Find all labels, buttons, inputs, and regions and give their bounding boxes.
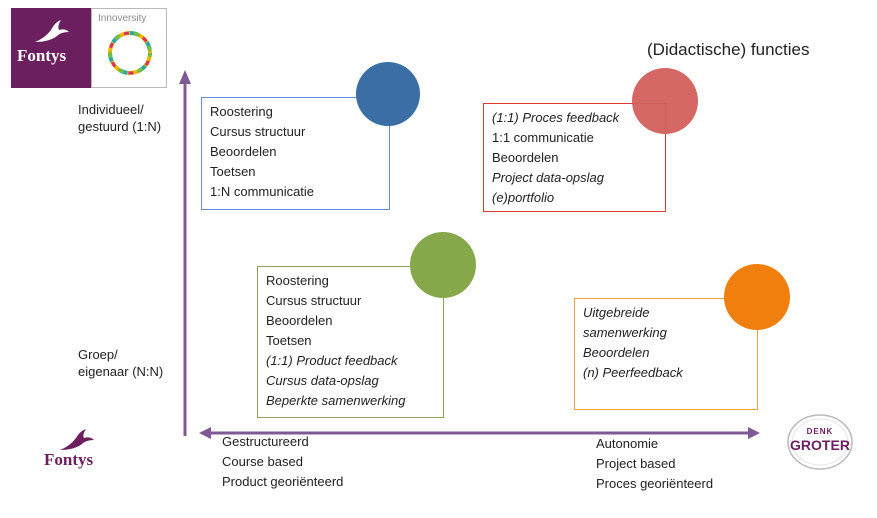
box-item: 1:N communicatie xyxy=(210,184,315,199)
box-item: Cursus structuur xyxy=(266,293,362,308)
box-item: 1:1 communicatie xyxy=(492,130,594,145)
x-axis-left-label: Course based xyxy=(222,454,303,469)
fontys-logo: Fontys xyxy=(11,8,91,88)
innoversity-wordmark: Innoversity xyxy=(98,13,147,24)
box-item: (1:1) Product feedback xyxy=(266,353,398,368)
box-item: Beoordelen xyxy=(210,144,277,159)
fontys-wordmark: Fontys xyxy=(44,450,94,469)
x-axis-right-label: Autonomie xyxy=(596,436,659,451)
x-axis-left-label: Product georiënteerd xyxy=(222,474,344,489)
y-axis-top-label-line1: Individueel/ xyxy=(78,102,144,117)
box-item: Toetsen xyxy=(266,333,312,348)
box-item: Project data-opslag xyxy=(492,170,605,185)
denk-groter-logo: DENK GROTER xyxy=(786,413,854,471)
x-axis-right-label: Proces georiënteerd xyxy=(596,476,714,491)
box-item: Beperkte samenwerking xyxy=(266,393,406,408)
box-item: samenwerking xyxy=(583,325,667,340)
fontys-bird-icon xyxy=(35,20,69,42)
box-item: Toetsen xyxy=(210,164,256,179)
x-axis-left-label: Gestructureerd xyxy=(222,434,309,449)
box-item: Beoordelen xyxy=(583,345,650,360)
red-circle xyxy=(632,68,698,134)
box-individueel-autonomie: (1:1) Proces feedback 1:1 communicatie B… xyxy=(483,103,666,212)
x-axis-right-labels: Autonomie Project based Proces georiënte… xyxy=(596,434,713,494)
x-axis-arrow xyxy=(199,427,760,439)
y-axis-arrow xyxy=(179,70,191,436)
box-item: (1:1) Proces feedback xyxy=(492,110,620,125)
box-item: Beoordelen xyxy=(266,313,333,328)
x-axis-left-labels: Gestructureerd Course based Product geor… xyxy=(222,432,343,492)
box-groep-gestructureerd: Roostering Cursus structuur Beoordelen T… xyxy=(257,266,444,418)
y-axis-bottom-label-line1: Groep/ xyxy=(78,347,118,362)
box-item: Cursus data-opslag xyxy=(266,373,379,388)
denk-text: DENK xyxy=(806,427,834,436)
green-circle xyxy=(410,232,476,298)
box-item: (e)portfolio xyxy=(492,190,555,205)
box-item: Cursus structuur xyxy=(210,124,306,139)
innoversity-ring-icon xyxy=(108,31,152,75)
fontys-logo-bottom: Fontys xyxy=(44,428,134,472)
diagram-title: (Didactische) functies xyxy=(647,40,810,59)
box-item: (n) Peerfeedback xyxy=(583,365,683,380)
box-groep-autonomie: Uitgebreide samenwerking Beoordelen (n) … xyxy=(574,298,758,410)
box-individueel-gestructureerd: Roostering Cursus structuur Beoordelen T… xyxy=(201,97,390,210)
box-item: Uitgebreide xyxy=(583,305,650,320)
y-axis-top-label: Individueel/ gestuurd (1:N) xyxy=(78,101,161,135)
fontys-innoversity-logo: Fontys Innoversity xyxy=(11,8,167,88)
blue-circle xyxy=(356,62,420,126)
y-axis-bottom-label: Groep/ eigenaar (N:N) xyxy=(78,346,163,380)
orange-circle xyxy=(724,264,790,330)
box-item: Roostering xyxy=(266,273,329,288)
fontys-wordmark: Fontys xyxy=(17,46,67,65)
fontys-bird-icon xyxy=(60,429,94,450)
denk-groter-badge-icon xyxy=(787,414,853,470)
x-axis-right-label: Project based xyxy=(596,456,676,471)
groter-text: GROTER xyxy=(790,437,850,453)
box-item: Beoordelen xyxy=(492,150,559,165)
y-axis-top-label-line2: gestuurd (1:N) xyxy=(78,119,162,134)
innoversity-logo: Innoversity xyxy=(91,8,167,88)
y-axis-bottom-label-line2: eigenaar (N:N) xyxy=(78,364,164,379)
box-item: Roostering xyxy=(210,104,273,119)
